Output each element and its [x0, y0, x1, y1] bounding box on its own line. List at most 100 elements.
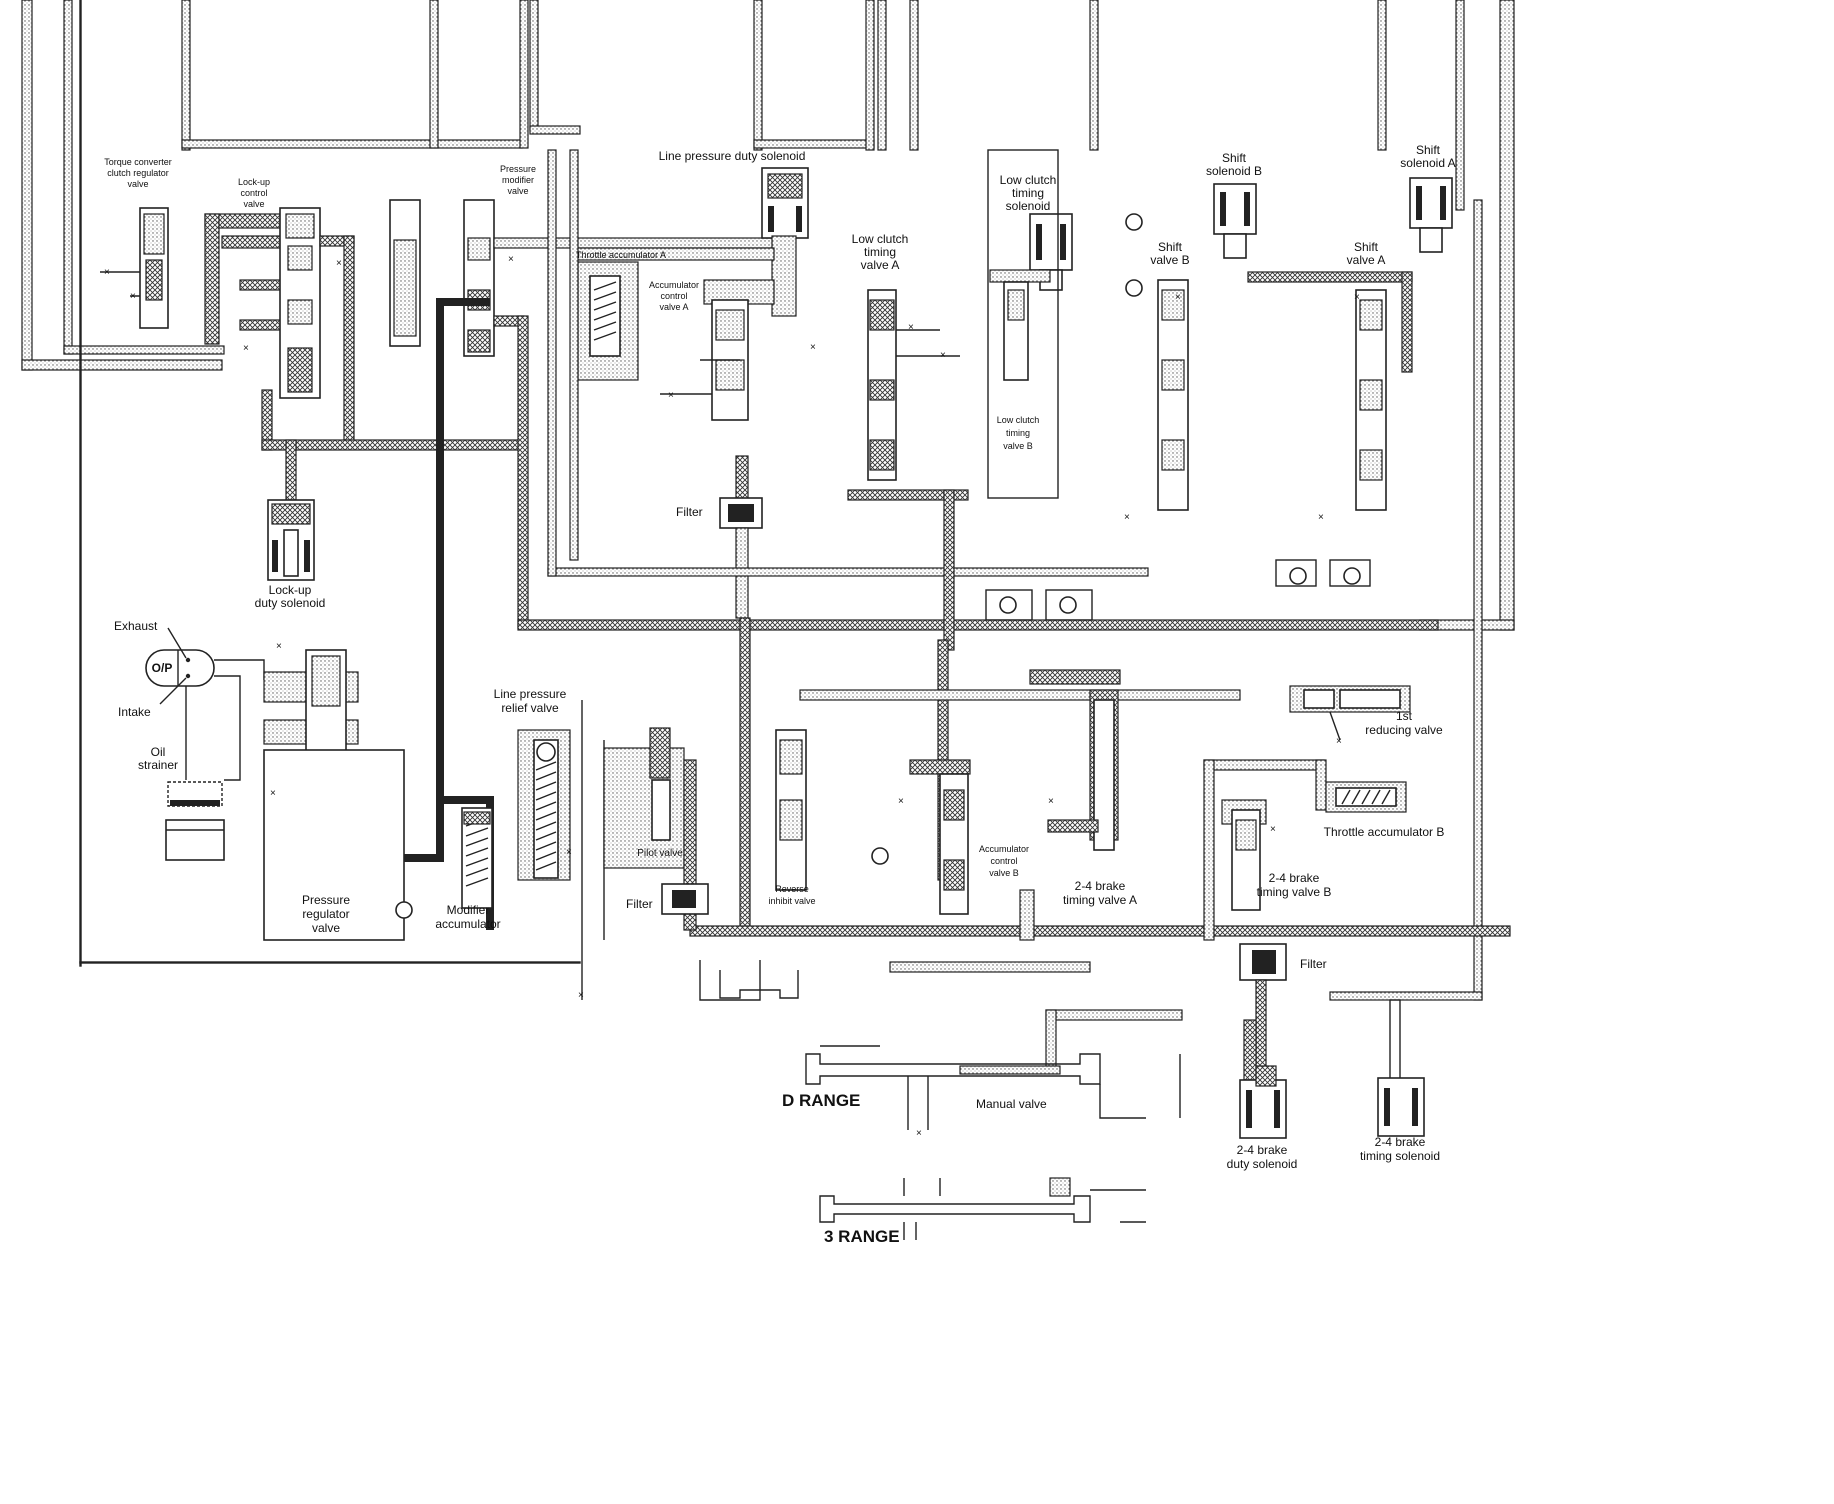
lockup-control-valve: × × [204, 207, 355, 399]
svg-text:inhibit valve: inhibit valve [768, 896, 815, 906]
accumulator-control-valve-a: × × [660, 279, 816, 421]
svg-text:×: × [1270, 824, 1276, 835]
svg-text:timing valve A: timing valve A [1063, 893, 1137, 907]
svg-text:timing: timing [1006, 428, 1030, 438]
svg-text:×: × [276, 641, 282, 652]
svg-text:Accumulator: Accumulator [979, 844, 1029, 854]
svg-text:×: × [104, 267, 110, 278]
svg-text:×: × [130, 291, 136, 302]
label-filter-1: Filter [676, 505, 703, 519]
svg-text:duty solenoid: duty solenoid [1227, 1157, 1298, 1171]
svg-text:×: × [1354, 292, 1360, 303]
label-low-clutch-timing-valve-a: Low clutch timing valve A [852, 232, 909, 272]
svg-text:×: × [270, 788, 276, 799]
throttle-accumulator-b [1325, 781, 1407, 813]
svg-text:regulator: regulator [302, 907, 349, 921]
label-reverse-inhibit-valve: Reverse inhibit valve [768, 884, 815, 906]
svg-text:Line pressure: Line pressure [494, 687, 567, 701]
svg-text:strainer: strainer [138, 758, 178, 772]
label-manual-valve: Manual valve [976, 1097, 1047, 1111]
svg-text:timing: timing [864, 245, 896, 259]
label-shift-valve-a: Shift valve A [1347, 240, 1386, 267]
pilot-valve [603, 727, 697, 931]
pressure-regulator-valve: × × [263, 641, 405, 941]
throttle-accumulator-a [573, 247, 775, 381]
label-shift-valve-b: Shift valve B [1150, 240, 1189, 267]
hydraulic-circuit-diagram: × × × × × [21, 0, 1515, 1246]
svg-text:Shift: Shift [1222, 151, 1247, 165]
svg-text:solenoid: solenoid [1006, 199, 1051, 213]
low-clutch-timing-valve-b [987, 149, 1059, 499]
label-throttle-accumulator-a: Throttle accumulator A [576, 250, 666, 260]
svg-text:timing solenoid: timing solenoid [1360, 1149, 1440, 1163]
svg-text:timing valve B: timing valve B [1257, 885, 1332, 899]
brake-24-timing-valve-a: × [1047, 689, 1119, 851]
svg-text:solenoid B: solenoid B [1206, 164, 1262, 178]
svg-text:Reverse: Reverse [775, 884, 809, 894]
svg-text:×: × [908, 322, 914, 333]
svg-text:Low clutch: Low clutch [1000, 173, 1057, 187]
line-pressure-vertical [517, 315, 529, 629]
low-clutch-timing-solenoid [1029, 213, 1073, 291]
svg-text:valve A: valve A [1347, 253, 1386, 267]
svg-text:valve A: valve A [659, 302, 688, 312]
svg-text:reducing valve: reducing valve [1365, 723, 1443, 737]
svg-text:Shift: Shift [1354, 240, 1379, 254]
label-intake: Intake [118, 705, 151, 719]
svg-text:Shift: Shift [1416, 143, 1441, 157]
svg-text:control: control [660, 291, 687, 301]
svg-text:Low clutch: Low clutch [997, 415, 1040, 425]
shift-solenoid-b [1213, 183, 1257, 259]
label-modifier-accumulator: Modifier accumulator [435, 903, 500, 931]
svg-text:timing: timing [1012, 186, 1044, 200]
line-pressure-duty-solenoid [761, 167, 809, 317]
label-pilot-valve: Pilot valve [637, 848, 683, 859]
svg-text:×: × [566, 847, 572, 858]
svg-text:Low clutch: Low clutch [852, 232, 909, 246]
svg-text:valve B: valve B [989, 868, 1019, 878]
label-filter-2: Filter [626, 897, 653, 911]
svg-text:Accumulator: Accumulator [649, 280, 699, 290]
line-pressure-relief-valve: × [517, 729, 572, 881]
svg-text:×: × [243, 343, 249, 354]
svg-text:valve: valve [243, 199, 264, 209]
check-balls [395, 213, 1371, 919]
modifier-accumulator [461, 807, 493, 909]
lockup-duty-solenoid [267, 499, 315, 581]
svg-text:×: × [1124, 512, 1130, 523]
label-throttle-accumulator-b: Throttle accumulator B [1324, 825, 1445, 839]
label-line-pressure-duty-solenoid: Line pressure duty solenoid [659, 149, 806, 163]
svg-text:Pressure: Pressure [302, 893, 350, 907]
label-filter-3: Filter [1300, 957, 1327, 971]
label-accumulator-control-valve-a: Accumulator control valve A [649, 280, 699, 312]
svg-text:duty solenoid: duty solenoid [255, 596, 326, 610]
torque-converter-clutch-regulator-valve: × × [100, 207, 169, 329]
svg-text:Lock-up: Lock-up [238, 177, 270, 187]
svg-text:control: control [990, 856, 1017, 866]
main-line-pressure [517, 619, 1439, 631]
filter-1 [719, 455, 763, 619]
brake-24-duty-solenoid [1239, 1019, 1287, 1139]
shift-solenoid-a [1409, 177, 1453, 253]
label-pressure-regulator-valve: Pressure regulator valve [302, 893, 350, 935]
svg-text:valve: valve [312, 921, 340, 935]
label-torque-converter-clutch-regulator-valve: Torque converter clutch regulator valve [104, 157, 172, 189]
lockup-feed-passage [343, 235, 355, 447]
label-d-range: D RANGE [782, 1091, 860, 1110]
svg-text:×: × [1318, 512, 1324, 523]
svg-text:×: × [1048, 796, 1054, 807]
svg-text:valve: valve [507, 186, 528, 196]
svg-text:2-4 brake: 2-4 brake [1075, 879, 1126, 893]
shift-valve-b: × × [1124, 279, 1189, 523]
svg-text:clutch regulator: clutch regulator [107, 168, 169, 178]
svg-text:×: × [578, 990, 584, 1001]
outer-passages [21, 0, 1515, 1001]
oil-strainer [165, 781, 225, 861]
lockup-solenoid-feed [285, 439, 297, 501]
label-brake-24-timing-valve-a: 2-4 brake timing valve A [1063, 879, 1137, 907]
aux-valve-column [389, 199, 421, 347]
svg-text:×: × [508, 254, 514, 265]
svg-text:Modifier: Modifier [447, 903, 490, 917]
label-lockup-control-valve: Lock-up control valve [238, 177, 270, 209]
svg-text:Torque converter: Torque converter [104, 157, 172, 167]
